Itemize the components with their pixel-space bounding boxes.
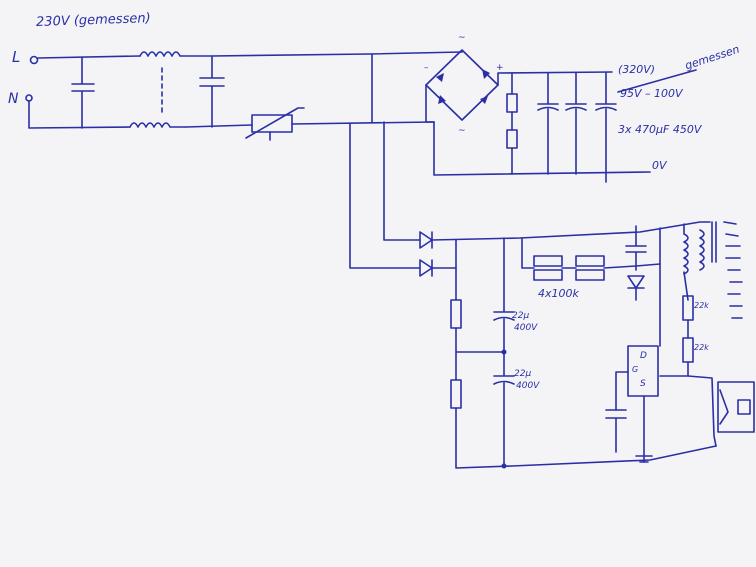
bridge-ac-in	[425, 84, 435, 123]
label-cap-top-voltage: 400V	[514, 323, 538, 333]
wire-bottom-rail	[291, 121, 435, 125]
choke-top	[139, 51, 213, 57]
snubber-diode	[627, 275, 645, 301]
node-mid	[501, 349, 507, 355]
label-terminal-l: L	[12, 48, 21, 66]
measure-pointer	[617, 69, 697, 93]
bridge-minus-mark: –	[424, 63, 429, 73]
label-measured-range: 95V – 100V	[620, 87, 683, 100]
chain-r4	[575, 269, 605, 281]
opto-box	[717, 381, 755, 433]
bridge-diamond	[425, 49, 499, 121]
label-ic-gate: G	[632, 365, 639, 374]
line-wire	[37, 55, 141, 59]
label-resistor-22k-b: 22k	[694, 343, 709, 352]
resistor-chain	[521, 237, 637, 281]
primary-winding	[683, 223, 689, 301]
diode-2	[419, 259, 433, 277]
branch-wire-n	[349, 123, 421, 269]
terminal-n	[25, 94, 33, 102]
filter-capacitor	[199, 55, 225, 128]
optocoupler	[687, 375, 755, 447]
label-zero-volt: 0V	[652, 159, 667, 172]
ladder-resistor-2	[450, 379, 462, 409]
transformer-core	[711, 221, 717, 263]
gate-wire	[615, 371, 629, 411]
ground-symbol	[635, 455, 653, 463]
chain-link	[561, 265, 637, 269]
transformer	[659, 221, 743, 377]
dc-positive-rail	[497, 71, 613, 86]
label-bulk-caps: 3x 470µF 450V	[618, 123, 702, 136]
bridge-rectifier: ~ ~ – +	[424, 33, 651, 176]
chain-r1	[533, 255, 563, 267]
label-resistor-chain: 4x100k	[538, 287, 579, 300]
divider-resistor-1	[506, 93, 518, 113]
mosfet-ic	[627, 345, 659, 397]
bridge-ac-mark: ~	[458, 33, 466, 43]
chain-lead-in	[521, 237, 535, 269]
chain-r2	[533, 269, 563, 281]
terminal-l	[29, 55, 39, 65]
snubber-capacitor	[625, 225, 647, 271]
resistor-22k-b	[682, 337, 694, 363]
wire-to-ntc	[185, 124, 253, 128]
bulk-cap-2	[565, 72, 587, 175]
hv-rail	[431, 221, 711, 241]
label-cap-top: 22µ	[512, 311, 530, 321]
bridge-diode-3	[438, 95, 446, 104]
label-resistor-22k-a: 22k	[694, 301, 709, 310]
mains-input	[25, 51, 463, 141]
ntc-slash	[245, 107, 305, 139]
wire-top-rail	[211, 51, 463, 57]
dc-zero-rail	[433, 121, 651, 176]
label-cap-bottom-voltage: 400V	[516, 381, 540, 391]
node-gnd-1	[501, 463, 507, 469]
bulk-cap-1	[537, 72, 559, 175]
branch-wire-l	[371, 53, 421, 241]
snubber-node	[635, 263, 661, 267]
switching-stage	[605, 225, 661, 463]
bridge-diode-2	[482, 69, 490, 79]
bridge-ac-mark-2: ~	[458, 126, 466, 136]
label-terminal-n: N	[8, 91, 19, 107]
ground-rail	[455, 407, 717, 469]
label-dc-high: (320V)	[618, 63, 656, 76]
opto-led	[737, 399, 751, 415]
secondary-winding	[723, 221, 743, 319]
opto-wire	[687, 375, 717, 447]
x-capacitor	[71, 56, 95, 129]
bridge-diode-1	[436, 73, 444, 82]
divider-resistor-2	[506, 129, 518, 149]
gate-capacitor	[605, 409, 627, 453]
opto-transistor	[719, 389, 729, 425]
label-cap-bottom: 22µ	[514, 369, 532, 379]
choke-bottom	[129, 122, 187, 128]
label-supply-voltage: 230V (gemessen)	[35, 11, 151, 30]
label-ic-drain: D	[640, 351, 647, 361]
ladder-resistor-1	[450, 299, 462, 329]
neutral-wire	[28, 100, 131, 129]
diode-1	[419, 231, 433, 249]
bridge-diode-4	[480, 96, 488, 104]
bulk-capacitors	[506, 69, 697, 183]
chain-r3	[575, 255, 605, 267]
secondary-branch	[349, 53, 717, 469]
aux-winding	[699, 229, 705, 271]
label-ic-source: S	[640, 379, 646, 389]
res-to-ic	[659, 361, 689, 377]
series-capacitors	[493, 237, 515, 467]
bulk-cap-3	[595, 72, 617, 183]
bridge-plus-mark: +	[496, 63, 504, 73]
